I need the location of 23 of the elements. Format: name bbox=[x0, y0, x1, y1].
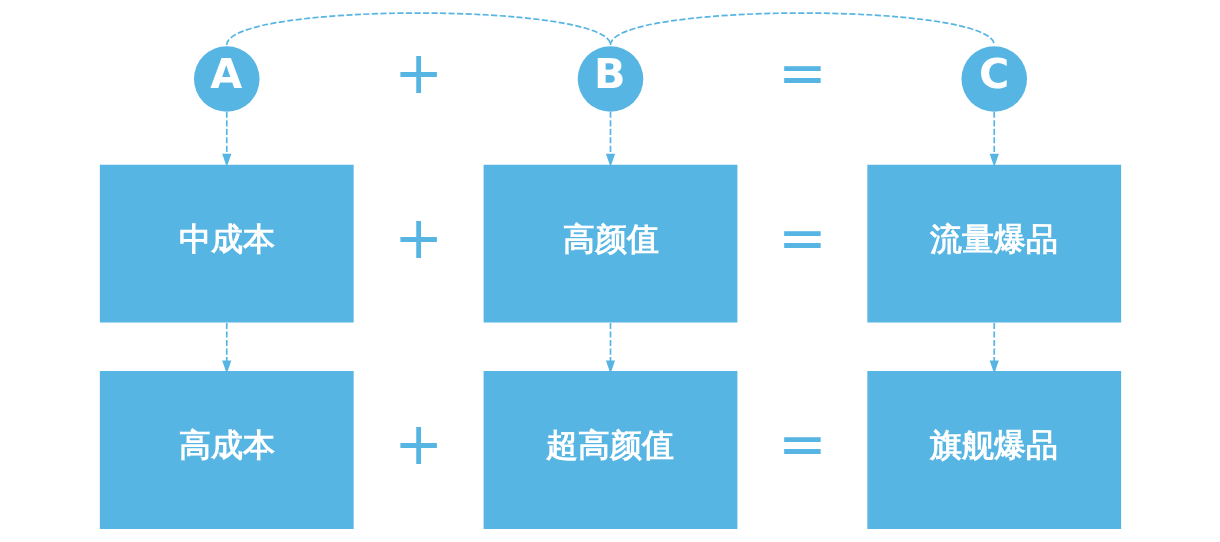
label: + bbox=[393, 39, 443, 108]
node-box: 中成本 bbox=[99, 164, 354, 323]
arrow bbox=[221, 111, 231, 167]
label: = bbox=[777, 204, 827, 273]
node-box: 高成本 bbox=[99, 371, 354, 529]
arrow bbox=[605, 111, 615, 167]
label: = bbox=[777, 39, 827, 108]
node-box: 流量爆品 bbox=[866, 164, 1121, 323]
connector bbox=[225, 12, 611, 46]
label: = bbox=[777, 410, 827, 479]
label: + bbox=[393, 204, 443, 273]
node-box: 高颜值 bbox=[483, 164, 737, 323]
arrow bbox=[221, 322, 231, 374]
arrow bbox=[989, 322, 999, 374]
node-circle: B bbox=[577, 46, 643, 112]
arrow bbox=[989, 111, 999, 167]
node-box: 旗舰爆品 bbox=[866, 371, 1121, 529]
node-circle: A bbox=[193, 46, 260, 112]
node-box: 超高颜值 bbox=[483, 371, 737, 529]
node-circle: C bbox=[960, 46, 1027, 112]
arrow bbox=[605, 322, 615, 374]
label: + bbox=[393, 410, 443, 479]
connector bbox=[609, 12, 995, 46]
